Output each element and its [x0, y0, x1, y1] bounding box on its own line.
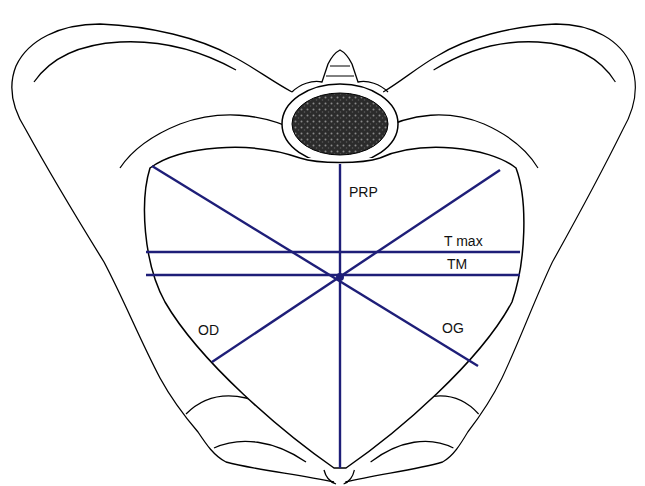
vertebra-rim — [282, 84, 398, 164]
spinous-process — [326, 66, 354, 76]
diameter-label: PRP — [347, 184, 380, 200]
max-transverse-diameter — [146, 251, 520, 253]
left-oblique-diameter — [152, 166, 478, 366]
center-dot — [336, 273, 344, 281]
diameter-label: T max — [442, 233, 485, 249]
diameter-label: OG — [440, 320, 466, 336]
diameter-label: TM — [445, 256, 469, 272]
pelvic-inlet — [145, 147, 524, 468]
promontorio-pubic-diameter — [339, 164, 341, 468]
right-oblique-diameter — [212, 170, 500, 362]
diameter-label: OD — [196, 322, 221, 338]
promontory — [300, 158, 380, 163]
vertebral-body — [292, 93, 388, 155]
